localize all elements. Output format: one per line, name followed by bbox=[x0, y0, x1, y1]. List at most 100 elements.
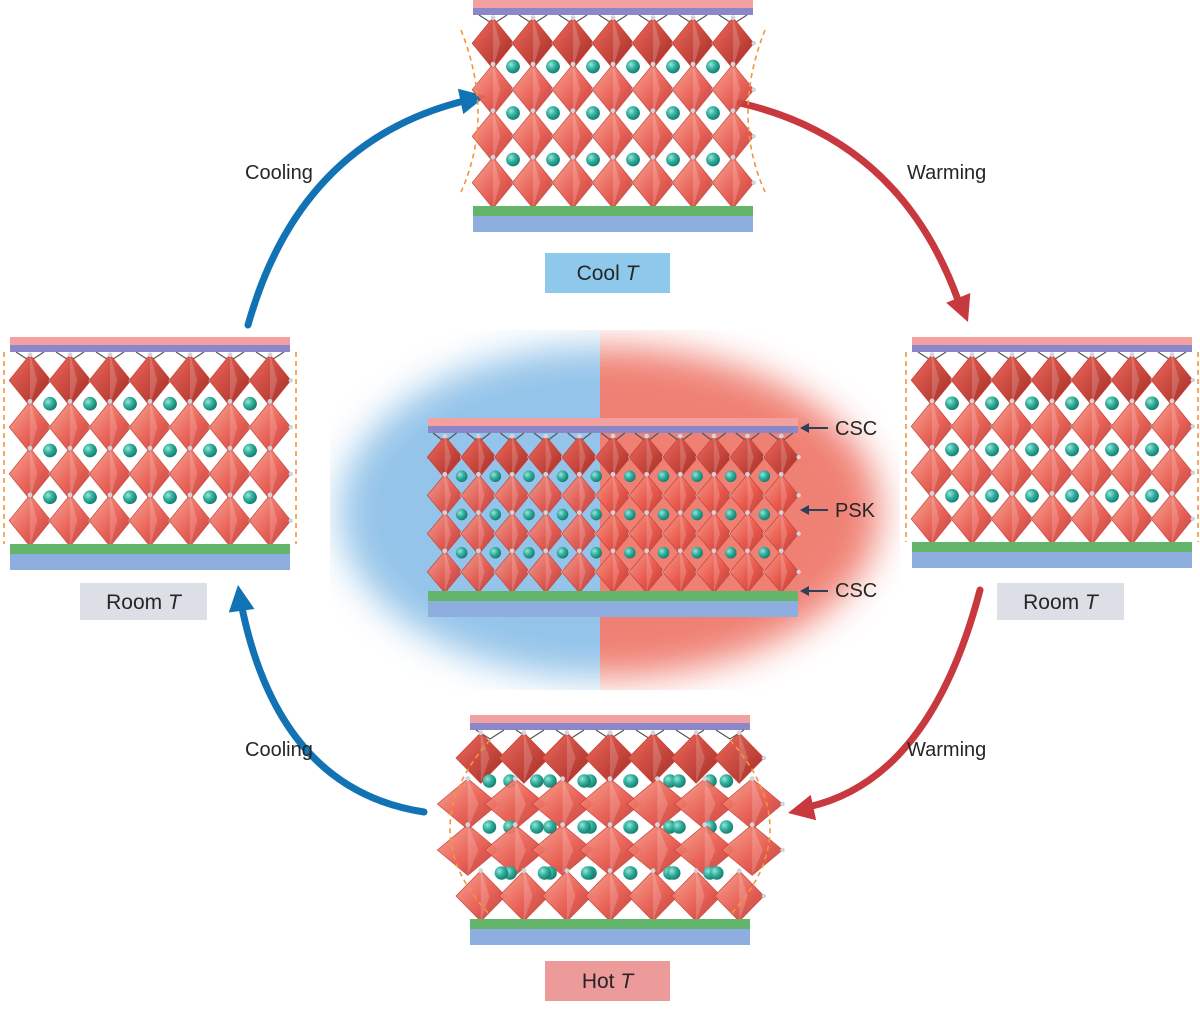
anion bbox=[730, 154, 736, 160]
anion bbox=[530, 15, 536, 21]
octahedron-facet bbox=[680, 512, 687, 555]
a-site-ion bbox=[706, 152, 720, 167]
octahedron-facet bbox=[713, 436, 721, 479]
anion bbox=[644, 548, 650, 554]
anion bbox=[490, 15, 496, 21]
octahedron-facet bbox=[653, 110, 661, 162]
bond bbox=[489, 729, 505, 740]
octahedron-facet bbox=[493, 110, 501, 162]
octahedron-facet bbox=[680, 550, 687, 593]
anion bbox=[476, 433, 481, 439]
octahedron-facet bbox=[566, 870, 576, 922]
a-site-ion bbox=[163, 443, 177, 458]
anion bbox=[227, 399, 233, 404]
octahedron-facet bbox=[70, 494, 78, 547]
octahedron-facet bbox=[1052, 493, 1060, 545]
octahedron bbox=[721, 824, 784, 876]
anion bbox=[702, 776, 708, 782]
octahedron-facet bbox=[1052, 447, 1060, 499]
a-site-ion bbox=[123, 443, 137, 458]
octahedron-facet bbox=[270, 494, 278, 547]
a-site-ion bbox=[1105, 396, 1119, 411]
anion bbox=[67, 352, 73, 358]
strain-curve-right bbox=[729, 739, 771, 916]
a-site-ion bbox=[489, 508, 501, 521]
octahedron-facet bbox=[613, 64, 621, 116]
anion bbox=[610, 154, 616, 160]
octahedron-facet bbox=[972, 354, 980, 406]
anion bbox=[227, 445, 233, 451]
a-site-ion bbox=[624, 470, 636, 482]
octahedron-facet bbox=[752, 824, 763, 876]
octahedron-facet bbox=[30, 401, 38, 453]
a-site-ion bbox=[546, 106, 560, 120]
anion bbox=[677, 548, 683, 554]
anion bbox=[543, 510, 549, 515]
octahedron-facet bbox=[70, 448, 78, 500]
octahedron-facet bbox=[190, 401, 198, 453]
anion bbox=[147, 352, 153, 358]
stack-hot bbox=[436, 715, 785, 945]
a-site-ion bbox=[719, 820, 734, 834]
strain-curve-left bbox=[460, 29, 479, 193]
octahedron-facet bbox=[733, 17, 741, 69]
anion bbox=[267, 399, 273, 404]
a-site-ion bbox=[83, 396, 97, 411]
anion bbox=[107, 492, 113, 498]
a-site-ion bbox=[243, 490, 257, 505]
anion bbox=[745, 433, 750, 439]
arrowhead-warming-bottom bbox=[788, 794, 817, 821]
anion bbox=[1129, 491, 1135, 496]
octahedron-facet bbox=[230, 354, 238, 407]
top-electrode-purple bbox=[10, 345, 290, 352]
anion bbox=[576, 548, 582, 554]
octahedron-facet bbox=[30, 494, 38, 547]
arrow-warming-top bbox=[736, 99, 962, 304]
caption-cooling-top: Cooling bbox=[245, 162, 313, 184]
octahedron-facet bbox=[493, 17, 501, 69]
anion bbox=[543, 471, 549, 477]
a-site-ion bbox=[482, 820, 497, 834]
octahedron-facet bbox=[1092, 447, 1100, 499]
octahedron-facet bbox=[533, 157, 541, 209]
octahedron-facet bbox=[478, 436, 485, 479]
anion bbox=[693, 730, 699, 736]
a-site-ion bbox=[985, 442, 999, 457]
a-site-ion bbox=[537, 866, 552, 880]
anion bbox=[761, 893, 767, 899]
anion bbox=[711, 471, 717, 477]
a-site-ion bbox=[586, 59, 600, 74]
a-site-ion bbox=[556, 470, 569, 482]
octahedron-facet bbox=[747, 550, 754, 593]
anion bbox=[288, 424, 293, 430]
anion bbox=[187, 492, 193, 498]
anion bbox=[465, 776, 471, 782]
stack-center bbox=[426, 418, 801, 617]
anion bbox=[512, 822, 518, 828]
octahedron-facet bbox=[1132, 400, 1140, 452]
anion bbox=[107, 445, 113, 451]
anion bbox=[1049, 491, 1055, 496]
top-electrode-purple bbox=[473, 8, 753, 15]
octahedron-facet bbox=[693, 64, 701, 116]
octahedron-facet bbox=[781, 512, 788, 555]
anion bbox=[1190, 377, 1196, 383]
a-site-ion bbox=[1105, 488, 1119, 503]
octahedron-facet bbox=[30, 354, 38, 407]
a-site-ion bbox=[758, 508, 771, 521]
label-room-t-left: Room T bbox=[80, 583, 207, 620]
anion bbox=[27, 399, 33, 404]
a-site-ion bbox=[666, 866, 681, 880]
octahedron-facet bbox=[110, 448, 118, 500]
caption-cooling-bottom: Cooling bbox=[245, 739, 313, 761]
octahedron-facet bbox=[1012, 400, 1020, 452]
octahedron-facet bbox=[523, 732, 533, 784]
octahedron-facet bbox=[613, 436, 620, 479]
anion bbox=[476, 548, 481, 554]
anion bbox=[1009, 398, 1015, 404]
anion bbox=[1089, 352, 1095, 358]
anion bbox=[476, 510, 481, 515]
octahedron-facet bbox=[657, 824, 669, 876]
arrow-cooling-bottom bbox=[238, 604, 428, 816]
